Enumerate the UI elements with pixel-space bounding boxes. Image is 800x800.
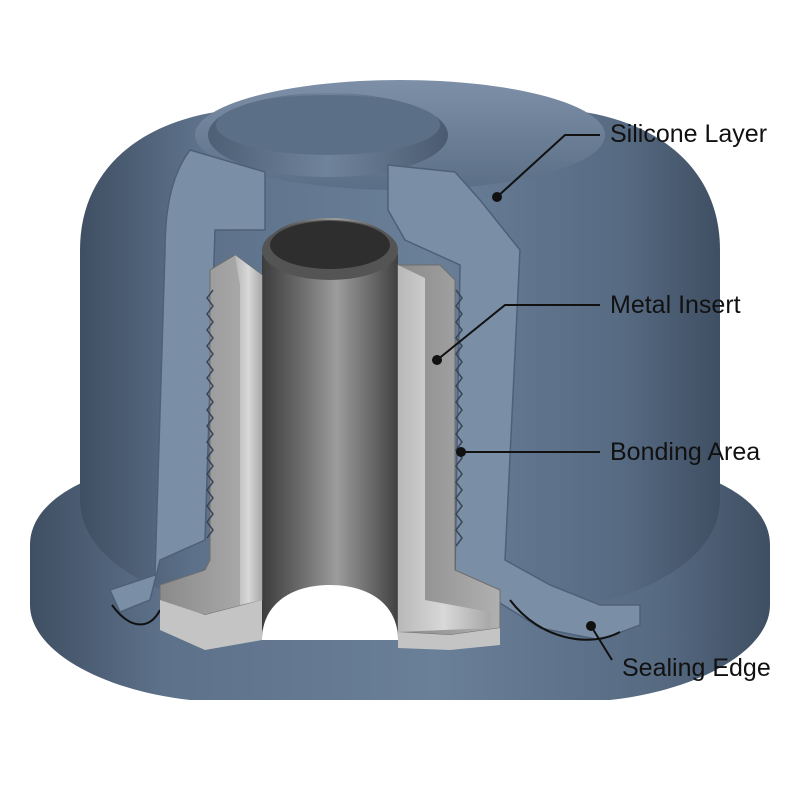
metal-insert — [159, 218, 501, 650]
callout-label: Silicone Layer — [610, 120, 767, 148]
bonding-texture — [206, 289, 463, 547]
callout-label: Sealing Edge — [622, 654, 771, 682]
callout-metal-insert: Metal Insert — [432, 291, 741, 365]
callout-sealing-edge: Sealing Edge — [586, 621, 771, 682]
metal-bore — [262, 218, 398, 630]
silicone-cut-face — [108, 149, 641, 641]
callout-label: Bonding Area — [610, 438, 760, 466]
callout-label: Metal Insert — [610, 291, 741, 319]
callout-silicone-layer: Silicone Layer — [492, 120, 767, 202]
callout-bonding-area: Bonding Area — [456, 438, 760, 466]
